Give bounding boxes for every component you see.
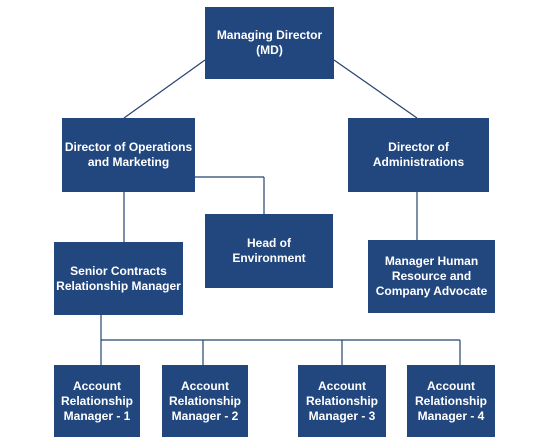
senior-contracts-line1: Senior Contracts	[70, 263, 167, 278]
box-director-operations: Director of Operations and Marketing	[62, 118, 195, 192]
director-operations-line2: and Marketing	[87, 155, 170, 169]
connector-md-to-operations	[123, 59, 206, 119]
account-manager-3-line1: Account	[318, 378, 366, 393]
managing-director-line2: (MD)	[256, 43, 283, 57]
box-account-manager-1: Account Relationship Manager - 1	[54, 365, 140, 437]
connector-md-to-administrations	[333, 59, 418, 119]
director-administrations-line1: Director of	[388, 140, 449, 154]
account-manager-1-line2: Relationship	[60, 393, 133, 408]
box-account-manager-2: Account Relationship Manager - 2	[162, 365, 248, 437]
account-manager-3-line2: Relationship	[305, 393, 378, 408]
box-senior-contracts-manager: Senior Contracts Relationship Manager	[54, 242, 183, 315]
account-manager-1-line1: Account	[73, 378, 121, 393]
box-account-manager-4: Account Relationship Manager - 4	[407, 365, 495, 437]
box-account-manager-3: Account Relationship Manager - 3	[298, 365, 386, 437]
box-head-environment: Head of Environment	[205, 214, 333, 288]
account-manager-2-line1: Account	[181, 378, 229, 393]
account-manager-1-line3: Manager - 1	[63, 408, 131, 423]
head-environment-line1: Head of	[246, 236, 291, 250]
account-manager-3-line3: Manager - 3	[308, 408, 376, 423]
manager-hr-line2: Resource and	[391, 269, 472, 283]
box-manager-hr: Manager Human Resource and Company Advoc…	[368, 240, 495, 313]
account-manager-4-line3: Manager - 4	[417, 408, 485, 423]
account-manager-4-line1: Account	[427, 378, 475, 393]
account-manager-4-line2: Relationship	[414, 393, 487, 408]
box-director-administrations: Director of Administrations	[348, 118, 489, 192]
director-operations-line1: Director of Operations	[64, 140, 193, 154]
head-environment-line2: Environment	[232, 251, 306, 265]
managing-director-line1: Managing Director	[216, 28, 323, 42]
director-administrations-line2: Administrations	[372, 155, 465, 169]
account-manager-2-line3: Manager - 2	[171, 408, 239, 423]
manager-hr-line1: Manager Human	[384, 254, 479, 268]
box-managing-director: Managing Director (MD)	[205, 7, 334, 79]
manager-hr-line3: Company Advocate	[375, 284, 488, 298]
account-manager-2-line2: Relationship	[168, 393, 241, 408]
senior-contracts-line2: Relationship Manager	[56, 278, 181, 293]
